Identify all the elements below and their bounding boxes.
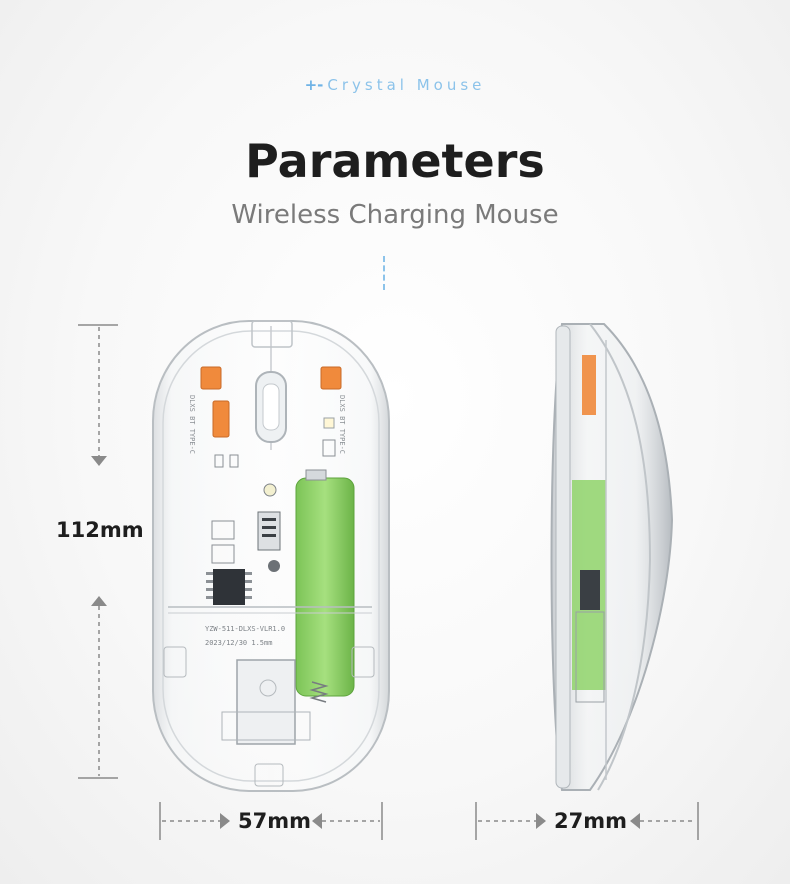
mouse-top-view: DLXS BT TYPE-C DLXS BT TYPE-C: [152, 320, 390, 792]
brand-header: +-Crystal Mouse: [0, 76, 790, 94]
arrow-left-icon: [630, 813, 640, 829]
arrow-right-icon: [220, 813, 230, 829]
chip: [213, 569, 245, 605]
battery: [295, 477, 355, 697]
height-dimension-line: [475, 802, 699, 840]
arrow-right-icon: [536, 813, 546, 829]
right-switch: [320, 366, 342, 390]
pcb-label-left: DLXS BT TYPE-C: [188, 395, 196, 454]
divider-dash: [383, 256, 385, 290]
page-subtitle: Wireless Charging Mouse: [231, 200, 559, 230]
width-dimension-line: [159, 802, 383, 840]
length-dimension-line: [78, 324, 118, 779]
mouse-side-view: [550, 323, 674, 791]
plus-icon: +-: [304, 76, 324, 94]
page-title: Parameters: [245, 134, 545, 188]
left-switch: [200, 366, 222, 390]
width-label: 57mm: [238, 809, 311, 833]
side-switch: [212, 400, 230, 438]
brand-name: Crystal Mouse: [327, 76, 486, 94]
pcb-date-text: 2023/12/30 1.5mm: [205, 639, 272, 647]
arrow-left-icon: [312, 813, 322, 829]
arrow-up-icon: [91, 596, 107, 606]
pcb-label-right: DLXS BT TYPE-C: [338, 395, 346, 454]
length-label: 112mm: [56, 518, 144, 542]
arrow-down-icon: [91, 456, 107, 466]
height-label: 27mm: [554, 809, 627, 833]
pcb-model-text: YZW-511-DLXS-VLR1.0: [205, 625, 285, 633]
